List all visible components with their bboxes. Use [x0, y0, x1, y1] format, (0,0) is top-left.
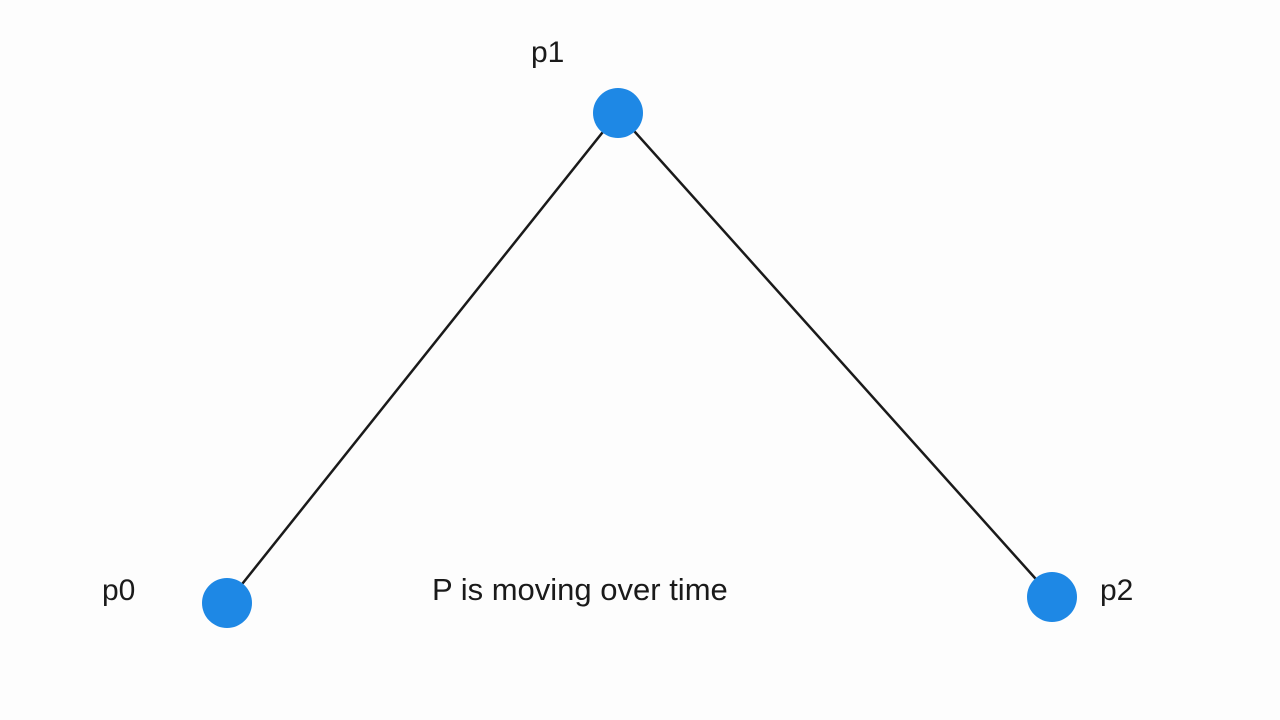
- segment-p1-p2: [617, 112, 1053, 598]
- diagram-caption: P is moving over time: [432, 572, 728, 607]
- point-p0[interactable]: [202, 578, 252, 628]
- segment-p0-p1: [226, 112, 619, 604]
- point-label-p1: p1: [531, 36, 565, 69]
- point-p1[interactable]: [593, 88, 643, 138]
- point-p2[interactable]: [1027, 572, 1077, 622]
- point-label-p0: p0: [102, 574, 136, 607]
- point-label-p2: p2: [1100, 574, 1134, 607]
